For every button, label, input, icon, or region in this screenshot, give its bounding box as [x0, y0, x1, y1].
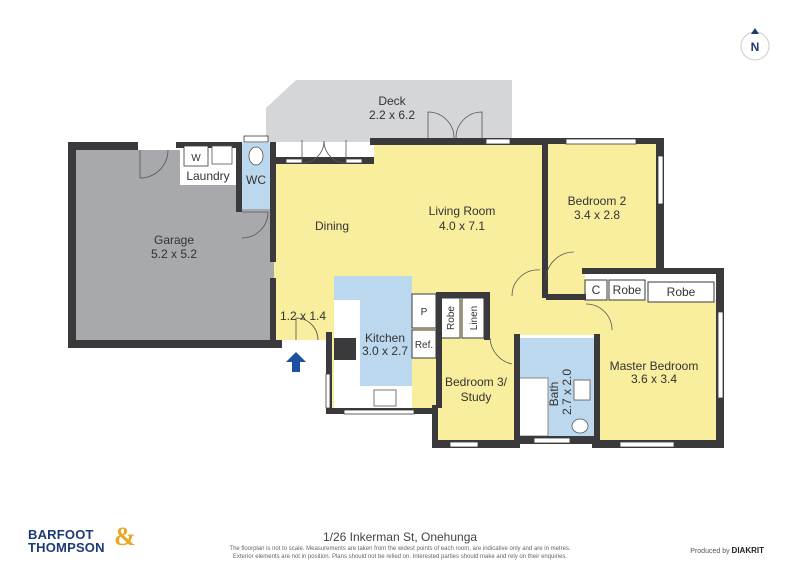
disclaimer-line1: The floorplan is not to scale. Measureme… [229, 546, 571, 552]
laundry-tub [211, 145, 233, 165]
logo-line2: THOMPSON [28, 540, 105, 555]
robe-small-label: Robe [446, 306, 457, 330]
living-dims: 4.0 x 7.1 [439, 219, 485, 233]
bedroom2-name: Bedroom 2 [568, 194, 627, 208]
producer-credit: Produced by DIAKRIT [690, 546, 764, 555]
bedroom3-name2: Study [461, 390, 492, 404]
entry-dims: 1.2 x 1.4 [280, 309, 326, 323]
robe1-box [608, 279, 646, 301]
deck-area [266, 80, 512, 142]
kitchen-sink [373, 389, 397, 407]
dining-name: Dining [315, 219, 349, 233]
bedroom2-dims: 3.4 x 2.8 [574, 208, 620, 222]
robe2-box [647, 281, 715, 303]
bath-toilet [571, 418, 589, 434]
pantry-label: P [421, 307, 428, 318]
bathtub [517, 377, 549, 437]
bath-vanity [573, 379, 591, 401]
bedroom2-area [546, 142, 656, 270]
address-title: 1/26 Inkerman St, Onehunga [322, 530, 478, 544]
pantry-box [411, 293, 437, 329]
deck-dims: 2.2 x 6.2 [369, 108, 415, 122]
kitchen-name: Kitchen [365, 331, 405, 345]
master-name: Master Bedroom [610, 359, 699, 373]
c-box [584, 279, 608, 301]
linen-label: Linen [469, 306, 480, 330]
bath-name: Bath [547, 382, 561, 407]
robe2-label: Robe [667, 285, 696, 299]
living-name: Living Room [429, 204, 496, 218]
producer-prefix: Produced by [690, 548, 730, 555]
wc-name: WC [246, 173, 266, 187]
kitchen-counter [334, 276, 412, 386]
disclaimer-line2: Exterior elements are not in position. P… [232, 554, 568, 560]
laundry-name: Laundry [186, 169, 229, 183]
producer-name: DIAKRIT [731, 546, 764, 555]
logo-line1: BARFOOT [28, 527, 94, 542]
c-label: C [592, 283, 601, 297]
kitchen-dims: 3.0 x 2.7 [362, 344, 408, 358]
washer-label: W [191, 153, 201, 164]
master-dims: 3.6 x 3.4 [631, 372, 677, 386]
toilet-wc [248, 146, 264, 166]
washer-box [183, 145, 209, 167]
door-swings [139, 111, 613, 365]
entry-arrow-icon [286, 352, 306, 372]
disclaimer: The floorplan is not to scale. Measureme… [220, 545, 580, 561]
bath-dims: 2.7 x 2.0 [560, 369, 574, 415]
robe1-label: Robe [613, 283, 642, 297]
fridge-label: Ref. [415, 340, 433, 351]
compass-icon: N [740, 28, 770, 61]
fridge-box [411, 329, 437, 359]
bedroom3-name: Bedroom 3/ [445, 375, 508, 389]
compass-label: N [751, 40, 760, 54]
cooktop [334, 338, 356, 360]
garage-name: Garage [154, 233, 194, 247]
deck-name: Deck [378, 94, 406, 108]
garage-dims: 5.2 x 5.2 [151, 247, 197, 261]
